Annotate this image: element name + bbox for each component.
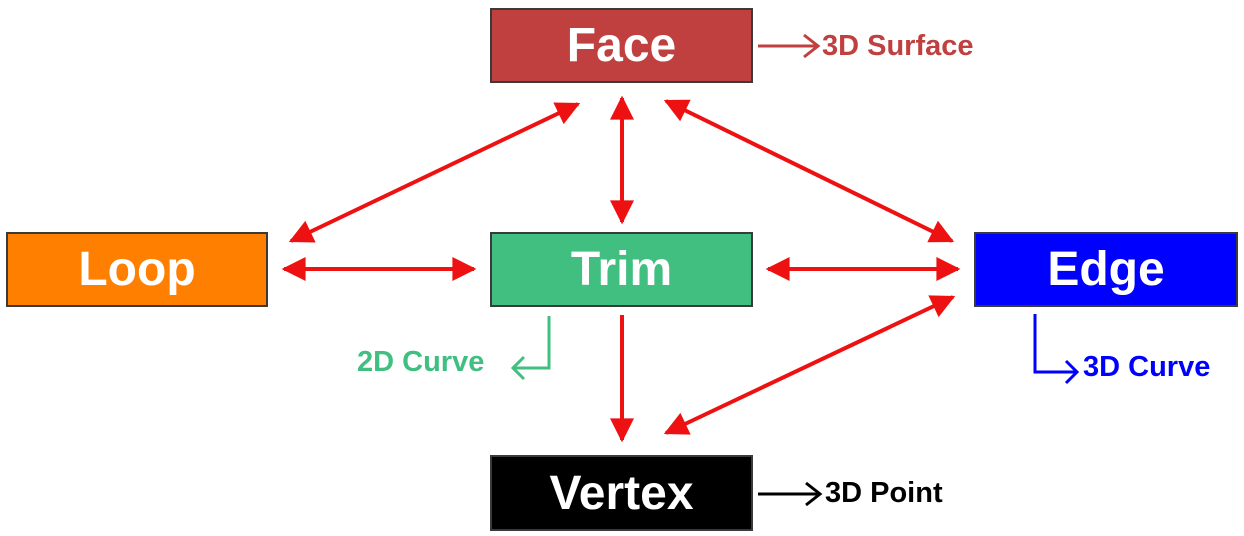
trim-node: Trim <box>490 232 753 307</box>
vertex-node: Vertex <box>490 455 753 531</box>
face-node: Face <box>490 8 753 83</box>
vertex-geometry-label: 3D Point <box>825 477 943 509</box>
trim-geometry-label: 2D Curve <box>357 346 485 378</box>
geometry-pointer-trim <box>510 316 551 381</box>
arrow-face-loop <box>288 102 581 243</box>
loop-node: Loop <box>6 232 268 307</box>
arrow-face-edge <box>663 99 955 243</box>
geometry-pointer-face <box>758 33 821 59</box>
edge-node: Edge <box>974 232 1238 307</box>
face-geometry-label: 3D Surface <box>822 30 974 62</box>
edge-geometry-label: 3D Curve <box>1083 351 1211 383</box>
geometry-pointer-edge <box>1033 314 1080 385</box>
geometry-pointer-vertex <box>758 481 823 507</box>
arrow-edge-vertex <box>663 295 956 435</box>
